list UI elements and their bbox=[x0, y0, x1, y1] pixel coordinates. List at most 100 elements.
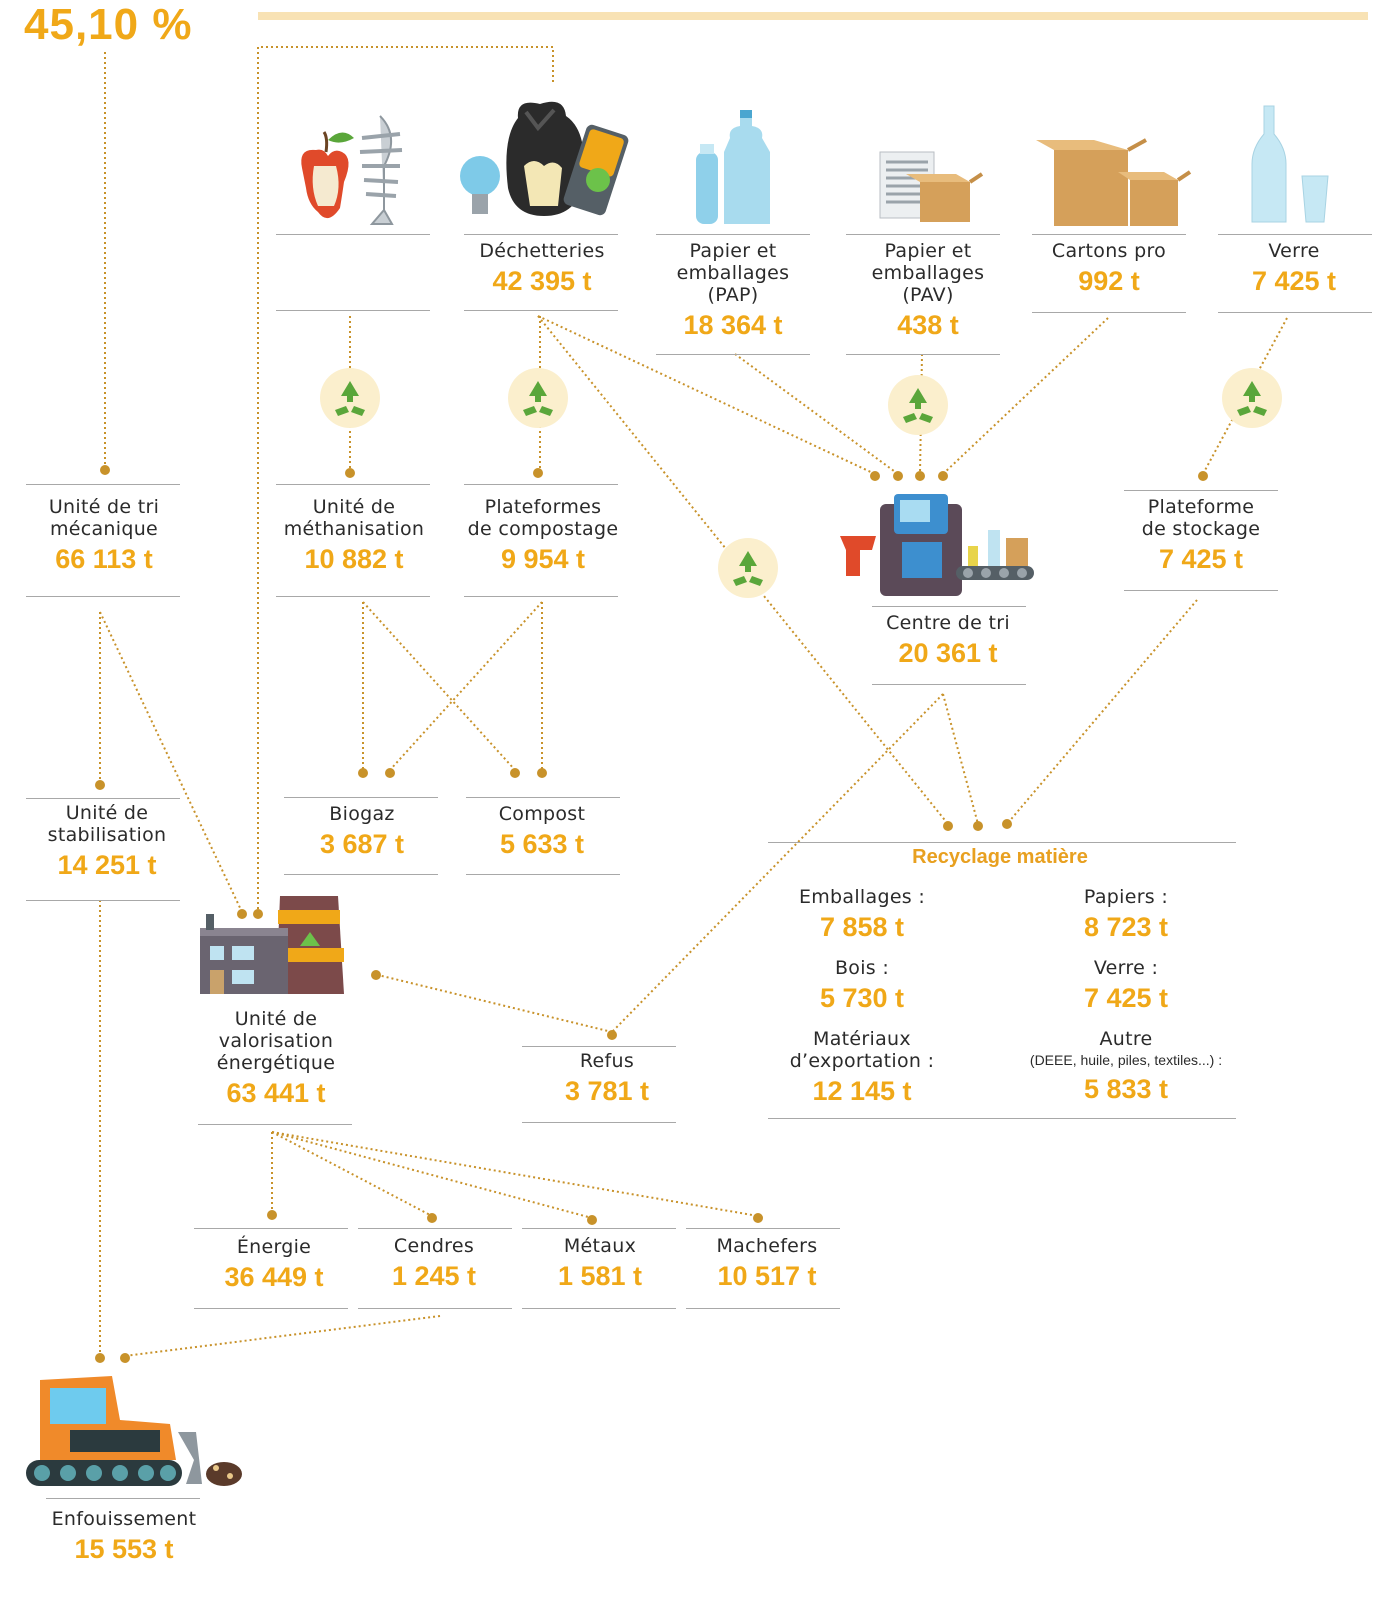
node-centre-de-tri: Centre de tri 20 361 t bbox=[868, 612, 1028, 670]
node-label: Cartons pro bbox=[1051, 240, 1167, 262]
header-bar bbox=[258, 12, 1368, 20]
node-label: Plateformes de compostage bbox=[467, 496, 619, 540]
node-enfouissement: Enfouissement 15 553 t bbox=[34, 1508, 214, 1566]
node-biogaz: Biogaz 3 687 t bbox=[282, 803, 442, 861]
energy-plant-icon bbox=[200, 896, 344, 994]
divider bbox=[464, 310, 618, 311]
divider bbox=[768, 842, 1236, 843]
divider bbox=[1124, 490, 1278, 491]
recyclage-bois: Bois : 5 730 t bbox=[732, 957, 992, 1015]
divider bbox=[1218, 312, 1372, 313]
recyclage-title: Recyclage matière bbox=[912, 846, 1088, 868]
divider bbox=[194, 1308, 348, 1309]
node-compostage: Plateformes de compostage 9 954 t bbox=[456, 496, 630, 576]
node-cartons-pro: Cartons pro 992 t bbox=[1029, 240, 1189, 298]
node-value: 10 517 t bbox=[717, 1261, 817, 1291]
node-value: 9 954 t bbox=[500, 544, 586, 574]
node-value: 15 553 t bbox=[74, 1534, 174, 1564]
recyclage-materiaux: Matériaux d’exportation : 12 145 t bbox=[732, 1028, 992, 1108]
node-label: Centre de tri bbox=[886, 612, 1010, 634]
node-refus: Refus 3 781 t bbox=[527, 1050, 687, 1108]
divider bbox=[768, 1118, 1236, 1119]
recycle-icon bbox=[1222, 368, 1282, 428]
divider bbox=[1218, 234, 1372, 235]
node-stockage: Plateforme de stockage 7 425 t bbox=[1121, 496, 1281, 576]
node-value: 36 449 t bbox=[224, 1262, 324, 1292]
divider bbox=[466, 797, 620, 798]
node-label: Papier et emballages (PAP) bbox=[676, 240, 790, 306]
node-value: 66 113 t bbox=[55, 544, 153, 574]
node-value: 992 t bbox=[1078, 266, 1140, 296]
node-label: Plateforme de stockage bbox=[1141, 496, 1261, 540]
node-dechetteries: Déchetteries 42 395 t bbox=[462, 240, 622, 298]
divider bbox=[26, 484, 180, 485]
node-verre: Verre 7 425 t bbox=[1214, 240, 1374, 298]
organic-waste-icon bbox=[301, 115, 403, 225]
node-label: Unité de méthanisation bbox=[283, 496, 425, 540]
diversion-percentage: 45,10 % bbox=[24, 0, 193, 49]
node-label: Déchetteries bbox=[479, 240, 605, 262]
divider bbox=[522, 1046, 676, 1047]
recyclage-verre: Verre : 7 425 t bbox=[996, 957, 1256, 1015]
divider bbox=[686, 1228, 840, 1229]
item-label: Matériaux d’exportation : bbox=[789, 1028, 935, 1072]
node-label: Machefers bbox=[716, 1235, 818, 1257]
node-label: Cendres bbox=[393, 1235, 475, 1257]
node-value: 1 245 t bbox=[391, 1261, 477, 1291]
node-label: Biogaz bbox=[329, 803, 395, 825]
divider bbox=[276, 310, 430, 311]
divider bbox=[26, 798, 180, 799]
divider bbox=[872, 606, 1026, 607]
divider bbox=[46, 1498, 200, 1499]
node-label: Compost bbox=[498, 803, 586, 825]
divider bbox=[466, 874, 620, 875]
node-value: 7 425 t bbox=[1158, 544, 1244, 574]
node-stabilisation: Unité de stabilisation 14 251 t bbox=[24, 802, 190, 882]
item-value: 5 833 t bbox=[1083, 1074, 1169, 1104]
node-methanisation: Unité de méthanisation 10 882 t bbox=[274, 496, 434, 576]
node-value: 63 441 t bbox=[226, 1078, 326, 1108]
divider bbox=[846, 234, 1000, 235]
item-label: Verre : bbox=[1093, 957, 1159, 979]
item-sublabel: (DEEE, huile, piles, textiles...) : bbox=[1029, 1052, 1223, 1068]
divider bbox=[464, 596, 618, 597]
sorting-machine-icon bbox=[840, 494, 1034, 596]
divider bbox=[198, 1124, 352, 1125]
node-compost: Compost 5 633 t bbox=[462, 803, 622, 861]
divider bbox=[276, 484, 430, 485]
item-value: 12 145 t bbox=[812, 1076, 912, 1106]
glass-icon bbox=[1251, 105, 1329, 223]
recycle-icon bbox=[888, 375, 948, 435]
divider bbox=[522, 1122, 676, 1123]
recycle-icon bbox=[718, 538, 778, 598]
item-value: 7 425 t bbox=[1083, 983, 1169, 1013]
node-value: 438 t bbox=[897, 310, 959, 340]
divider bbox=[1124, 590, 1278, 591]
node-pap: Papier et emballages (PAP) 18 364 t bbox=[653, 240, 813, 342]
node-value: 20 361 t bbox=[898, 638, 998, 668]
recyclage-autre: Autre (DEEE, huile, piles, textiles...) … bbox=[996, 1028, 1256, 1106]
divider bbox=[1032, 234, 1186, 235]
item-label: Papiers : bbox=[1083, 886, 1169, 908]
node-label: Unité de stabilisation bbox=[47, 802, 167, 846]
bulldozer-icon bbox=[26, 1376, 242, 1486]
divider bbox=[522, 1228, 676, 1229]
divider bbox=[276, 234, 430, 235]
recyclage-emballages: Emballages : 7 858 t bbox=[732, 886, 992, 944]
node-value: 3 687 t bbox=[319, 829, 405, 859]
divider bbox=[26, 596, 180, 597]
divider bbox=[656, 354, 810, 355]
node-label: Papier et emballages (PAV) bbox=[871, 240, 985, 306]
node-value: 42 395 t bbox=[492, 266, 592, 296]
divider bbox=[522, 1308, 676, 1309]
node-label: Énergie bbox=[236, 1236, 312, 1258]
divider bbox=[464, 234, 618, 235]
node-value: 10 882 t bbox=[304, 544, 404, 574]
item-value: 5 730 t bbox=[819, 983, 905, 1013]
node-label: Refus bbox=[579, 1050, 635, 1072]
node-value: 14 251 t bbox=[57, 850, 157, 880]
node-label: Enfouissement bbox=[51, 1508, 197, 1530]
node-value: 5 633 t bbox=[499, 829, 585, 859]
paper-box-icon bbox=[879, 151, 984, 222]
